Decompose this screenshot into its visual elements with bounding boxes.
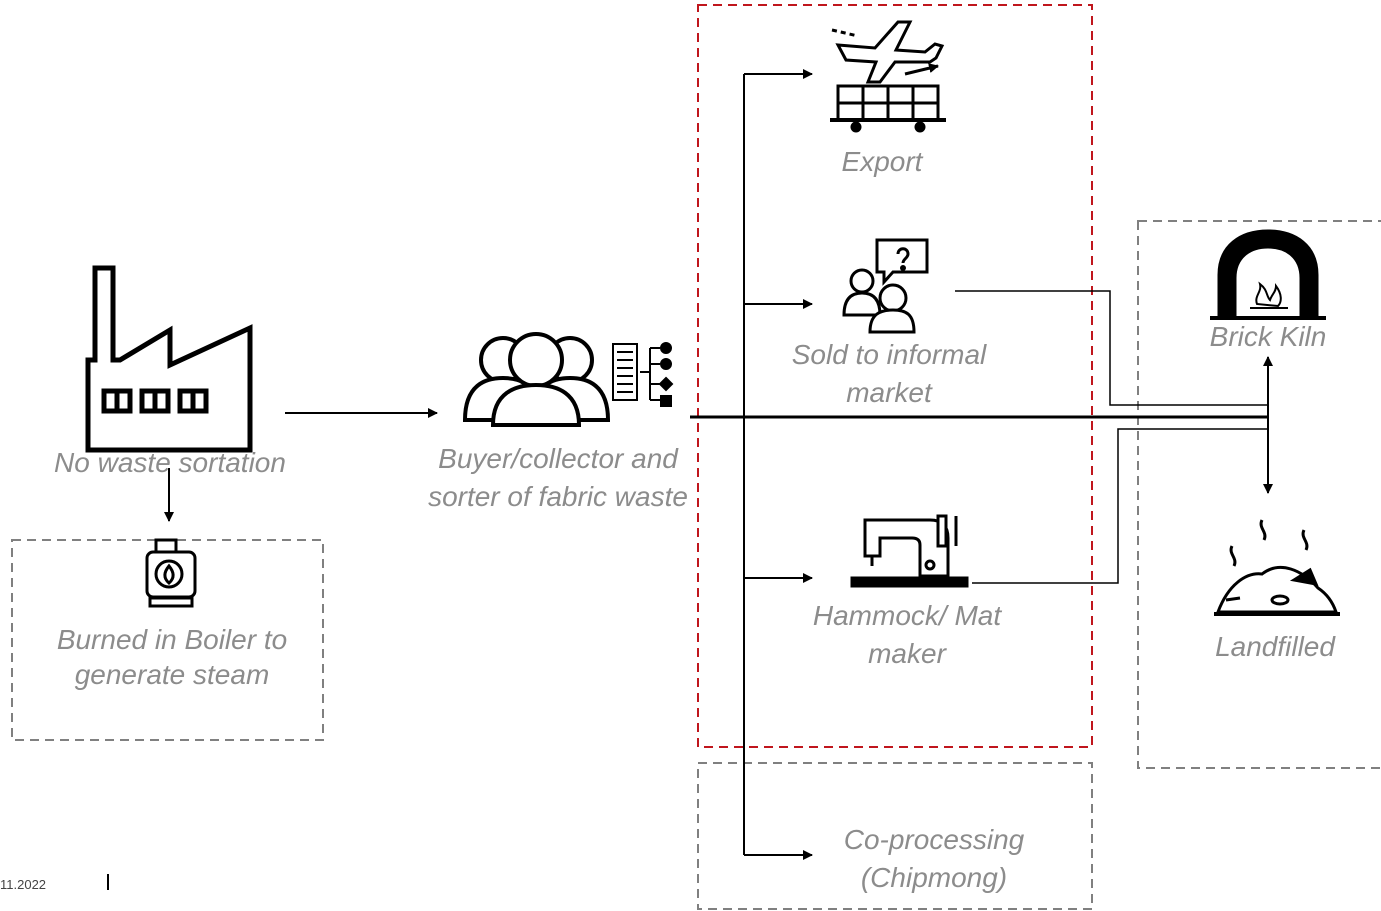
label-collector: Buyer/collector and sorter of fabric was…	[428, 443, 688, 512]
sewing-machine-icon	[850, 514, 969, 588]
connector-hammock-to-disposal	[972, 428, 1268, 584]
footer-divider	[107, 874, 109, 890]
label-no-waste-sortation: No waste sortation	[54, 447, 286, 478]
label-coprocessing: Co-processing (Chipmong)	[843, 824, 1025, 893]
landfill-icon	[1214, 519, 1340, 616]
label-boiler: Burned in Boiler to generate steam	[56, 624, 288, 690]
red-dashed-box	[697, 4, 1093, 748]
label-brick-kiln: Brick Kiln	[1209, 321, 1327, 352]
coprocessing-dashed-box	[697, 762, 1093, 910]
label-landfilled: Landfilled	[1215, 631, 1335, 662]
sorting-document-icon	[612, 342, 674, 407]
label-hammock: Hammock/ Mat maker	[812, 600, 1002, 669]
label-export: Export	[841, 146, 923, 177]
footer-date: 11.2022	[0, 877, 47, 892]
people-group-icon	[462, 332, 611, 427]
disposal-dashed-box	[1137, 220, 1381, 769]
kiln-fire-icon	[1210, 229, 1326, 320]
label-informal: Sold to informal market	[791, 339, 987, 408]
connector-informal-to-disposal	[955, 290, 1268, 406]
airplane-cargo-icon	[830, 20, 946, 133]
factory-icon	[85, 265, 253, 453]
boiler-flame-icon	[145, 538, 197, 608]
people-question-icon	[842, 238, 929, 334]
